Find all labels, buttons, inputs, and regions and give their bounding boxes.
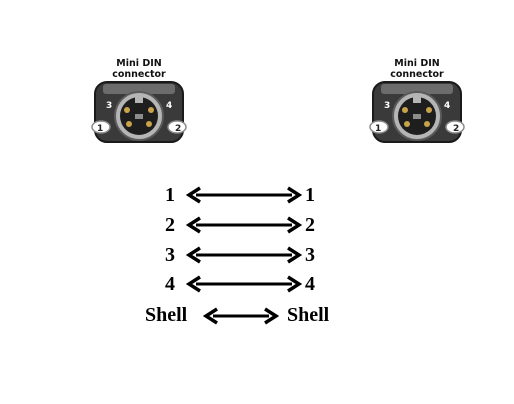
mapping-right-pin-1: 1 bbox=[305, 184, 315, 206]
double-arrow-icon bbox=[186, 275, 302, 293]
left-pin-number-2: 2 bbox=[175, 124, 181, 134]
right-pin-number-3: 3 bbox=[384, 101, 390, 111]
mapping-right-pin-3: 3 bbox=[305, 244, 315, 266]
left-mini-din-connector-icon: 3 4 1 2 bbox=[91, 81, 187, 143]
left-connector-title: Mini DIN connector bbox=[84, 58, 194, 80]
left-pin-number-1: 1 bbox=[97, 124, 103, 134]
mapping-left-shell: Shell bbox=[145, 304, 188, 326]
left-pin-number-3: 3 bbox=[106, 101, 112, 111]
right-connector-title-line2: connector bbox=[390, 69, 444, 80]
mapping-left-pin-3: 3 bbox=[165, 244, 175, 266]
mapping-right-pin-4: 4 bbox=[305, 273, 315, 295]
right-pin-number-2: 2 bbox=[453, 124, 459, 134]
right-pin-number-4: 4 bbox=[444, 101, 450, 111]
left-pin-number-4: 4 bbox=[166, 101, 172, 111]
right-mini-din-connector-icon: 3 4 1 2 bbox=[369, 81, 465, 143]
double-arrow-icon bbox=[186, 246, 302, 264]
mapping-left-pin-2: 2 bbox=[165, 214, 175, 236]
mapping-right-pin-2: 2 bbox=[305, 214, 315, 236]
mapping-right-shell: Shell bbox=[287, 304, 330, 326]
left-connector-title-line2: connector bbox=[112, 69, 166, 80]
left-connector-title-line1: Mini DIN bbox=[116, 58, 162, 69]
double-arrow-icon bbox=[186, 216, 302, 234]
double-arrow-icon bbox=[186, 186, 302, 204]
right-connector-title-line1: Mini DIN bbox=[394, 58, 440, 69]
right-connector-title: Mini DIN connector bbox=[362, 58, 472, 80]
mapping-left-pin-1: 1 bbox=[165, 184, 175, 206]
double-arrow-icon bbox=[203, 307, 279, 325]
right-pin-number-1: 1 bbox=[375, 124, 381, 134]
mapping-left-pin-4: 4 bbox=[165, 273, 175, 295]
